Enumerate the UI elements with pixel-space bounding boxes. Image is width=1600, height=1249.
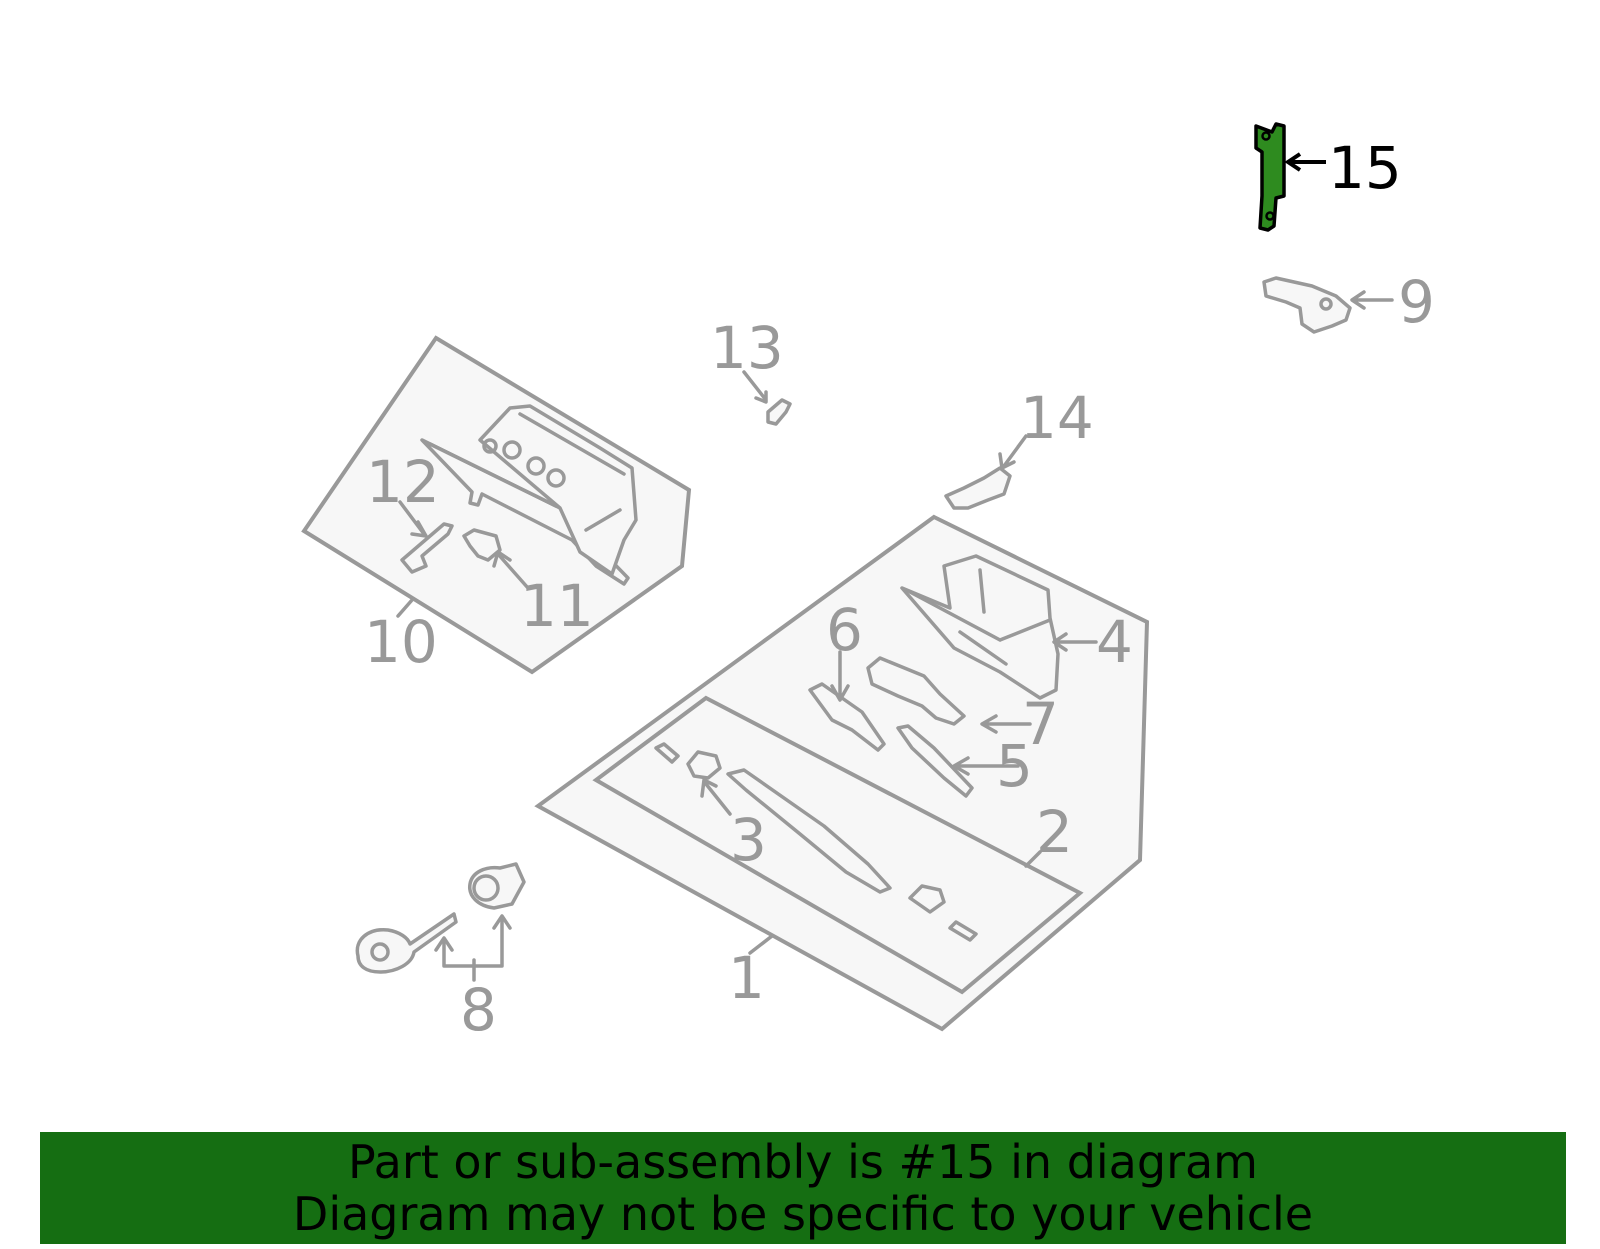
part-15 xyxy=(1254,122,1286,232)
callout-9: 9 xyxy=(1398,268,1435,336)
callout-12: 12 xyxy=(366,448,440,516)
callout-2: 2 xyxy=(1036,798,1073,866)
callout-8: 8 xyxy=(460,976,497,1044)
callout-1: 1 xyxy=(728,944,765,1012)
part-2-pin xyxy=(948,920,978,942)
part-12 xyxy=(400,522,454,574)
part-4 xyxy=(900,554,1060,700)
part-6 xyxy=(808,682,886,752)
callout-3: 3 xyxy=(730,806,767,874)
callout-labels: 1 2 3 4 5 6 7 8 9 10 11 12 13 14 15 xyxy=(364,134,1435,1044)
part-5 xyxy=(896,724,974,798)
part-14-group xyxy=(944,434,1028,510)
callout-13: 13 xyxy=(710,314,784,382)
part-2-clip-right xyxy=(908,884,946,914)
callout-7: 7 xyxy=(1022,690,1059,758)
callout-10: 10 xyxy=(364,608,438,676)
part-2-clip-left xyxy=(654,742,680,764)
part-9-group xyxy=(1262,276,1394,334)
part-14 xyxy=(944,466,1012,510)
part-3 xyxy=(686,750,722,780)
part-8-key xyxy=(355,912,458,974)
callout-6: 6 xyxy=(826,596,863,664)
part-7 xyxy=(866,656,966,726)
callout-15: 15 xyxy=(1328,134,1402,202)
part-9 xyxy=(1262,276,1352,334)
part-8-group xyxy=(355,862,526,982)
part-15-group xyxy=(1254,122,1326,232)
notice-banner: Part or sub-assembly is #15 in diagram D… xyxy=(40,1132,1566,1244)
panel-1-group xyxy=(534,514,1150,1032)
callout-11: 11 xyxy=(520,572,594,640)
part-11 xyxy=(462,528,502,562)
callout-4: 4 xyxy=(1096,608,1133,676)
part-13 xyxy=(766,398,792,426)
banner-line-1: Part or sub-assembly is #15 in diagram xyxy=(348,1135,1258,1189)
callout-14: 14 xyxy=(1020,384,1094,452)
panel-10-group xyxy=(301,335,692,675)
banner-line-2: Diagram may not be specific to your vehi… xyxy=(292,1187,1314,1241)
part-13-group xyxy=(742,370,792,426)
panel-10 xyxy=(301,335,692,675)
callout-5: 5 xyxy=(996,732,1033,800)
part-2-handle xyxy=(726,768,892,894)
